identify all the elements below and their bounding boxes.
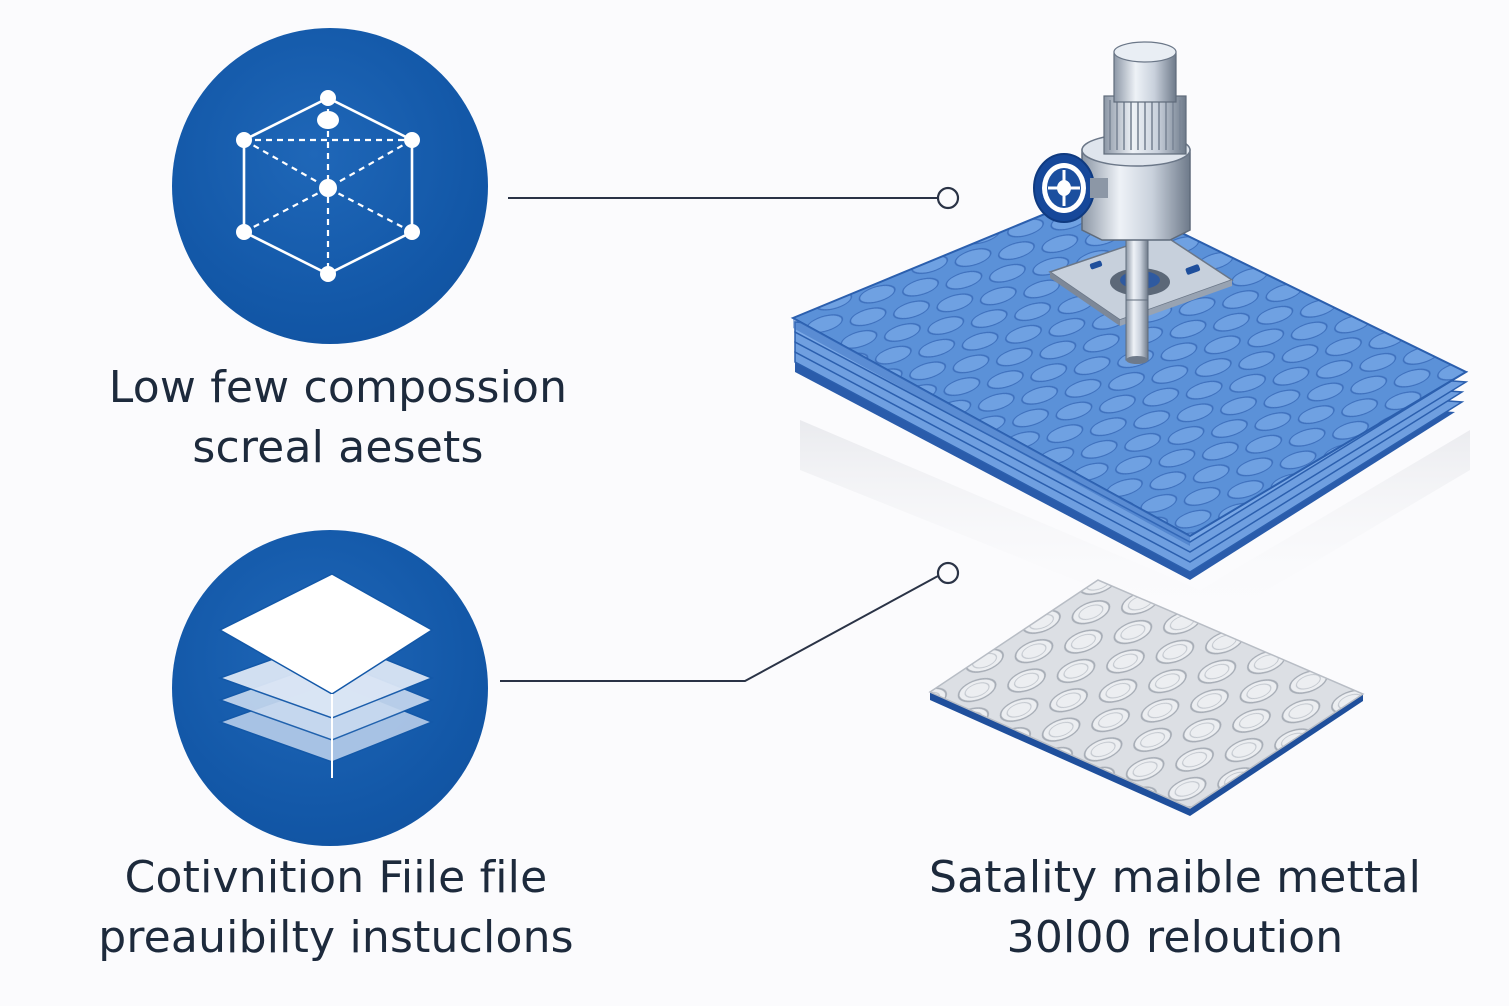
print-nozzle	[1033, 41, 1234, 364]
bottom-right-caption-line2: 30l00 reloution	[1006, 912, 1344, 963]
top-left-caption: Low few compossion screal aesets	[40, 358, 636, 478]
top-left-caption-line2: screal aesets	[192, 422, 484, 473]
layers-stack-icon	[217, 573, 435, 778]
bottom-right-caption-line1: Satality maible mettal	[928, 852, 1422, 903]
metal-plate	[928, 579, 1365, 816]
bottom-left-caption-line1: Cotivnition Fiile file	[124, 852, 548, 903]
connector-top	[508, 186, 960, 210]
adjustment-knob	[1033, 153, 1108, 223]
bottom-left-caption-line2: preauibilty instuclons	[98, 912, 574, 963]
bottom-left-caption: Cotivnition Fiile file preauibilty instu…	[16, 848, 656, 968]
blue-plate-stack	[790, 190, 1469, 580]
top-feature-circle	[172, 28, 488, 344]
top-left-caption-line1: Low few compossion	[108, 362, 568, 413]
bottom-feature-circle	[172, 530, 488, 846]
bottom-right-caption: Satality maible mettal 30l00 reloution	[880, 848, 1470, 968]
connector-bottom	[500, 561, 960, 682]
wireframe-cube-icon	[236, 90, 420, 282]
